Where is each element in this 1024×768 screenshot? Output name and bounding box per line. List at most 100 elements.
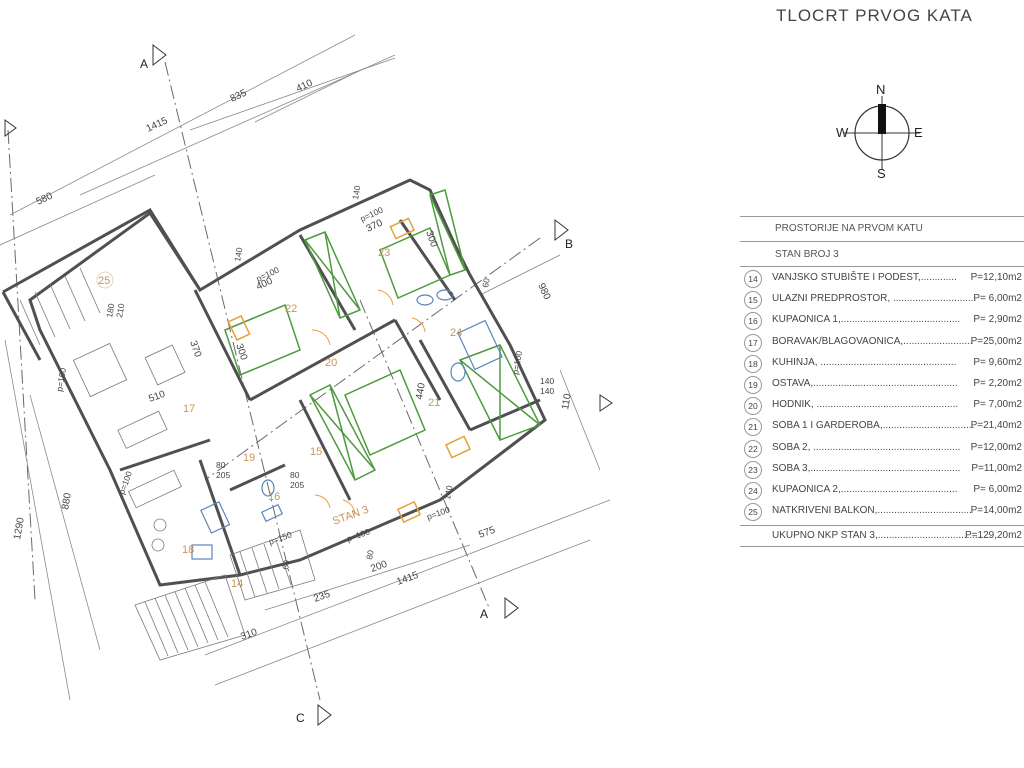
- room-area: P= 9,60m2: [973, 356, 1022, 368]
- opening-o9: 205: [216, 470, 230, 480]
- opening-o10: 80: [290, 470, 300, 480]
- schedule-top-rule: [740, 216, 1024, 217]
- room-area: P= 7,00m2: [973, 399, 1022, 411]
- dim-1415-top: 1415: [145, 115, 170, 135]
- opening-p7: p=150: [267, 529, 293, 547]
- opening-p6: p=100: [116, 470, 134, 496]
- desks: [227, 217, 472, 524]
- room-area: P= 6,00m2: [973, 293, 1022, 305]
- dim-440: 440: [414, 382, 428, 401]
- room-16-label: 16: [268, 491, 280, 503]
- opening-o12: 60: [280, 559, 292, 570]
- room-area: P=12,10m2: [970, 272, 1022, 283]
- drawing-title: TLOCRT PRVOG KATA: [776, 6, 973, 25]
- room-20-label: 20: [325, 357, 337, 369]
- room-number-badge: 19: [744, 376, 762, 394]
- room-name: OSTAVA,.................................…: [772, 378, 958, 389]
- room-area: P=11,00m2: [971, 462, 1022, 474]
- opening-o8: 80: [216, 460, 226, 470]
- room-number-badge: 23: [744, 460, 762, 479]
- building-walls: [1, 178, 547, 587]
- room-14-label: 14: [231, 578, 243, 590]
- room-number-badge: 22: [744, 439, 762, 458]
- room-name: SOBA 2, ................................…: [772, 441, 961, 453]
- room-area: P= 6,00m2: [973, 484, 1022, 495]
- opening-p4: p=100: [425, 504, 451, 522]
- opening-o2: 140: [350, 184, 362, 200]
- room-number-badge: 25: [744, 503, 762, 522]
- schedule-header: PROSTORIJE NA PRVOM KATU: [775, 223, 923, 234]
- section-marker-left: [4, 119, 613, 412]
- room-24-label: 24: [450, 327, 462, 339]
- room-area: P=12,00m2: [970, 441, 1022, 453]
- room-22-label: 22: [285, 303, 297, 315]
- room-number-badge: 14: [744, 270, 762, 288]
- room-area: P=21,40m2: [970, 420, 1022, 432]
- section-a-top-label: A: [140, 57, 148, 71]
- opening-o11: 205: [290, 480, 304, 490]
- compass-n-label: N: [876, 82, 885, 97]
- dim-300-a: 300: [233, 342, 249, 362]
- room-name: HODNIK, ................................…: [772, 399, 959, 411]
- section-marker-b: B: [554, 218, 573, 251]
- dimension-labels: 1415 835 410 580 980 1290 880 575 200 14…: [12, 78, 574, 643]
- schedule-row: 22 SOBA 2, ..............................…: [740, 439, 1024, 458]
- schedule-subheader: STAN BROJ 3: [775, 249, 839, 260]
- north-arrow-compass: N S E W: [836, 82, 923, 178]
- opening-o5: 140: [540, 386, 554, 396]
- door-swings: [311, 289, 426, 516]
- room-area: P=14,00m2: [970, 505, 1022, 517]
- dim-980: 980: [535, 282, 552, 302]
- room-number-badge: 18: [744, 354, 762, 373]
- section-axes: [7, 61, 541, 701]
- dim-370-left: 370: [187, 339, 203, 359]
- schedule-row: 20 HODNIK, ..............................…: [740, 397, 1024, 416]
- room-name: SOBA 3,.................................…: [772, 462, 961, 474]
- opening-o6: 180: [104, 302, 116, 318]
- schedule-row: 25 NATKRIVENI BALKON,....................…: [740, 503, 1024, 522]
- schedule-row: 15 ULAZNI PREDPROSTOR, ..................…: [740, 291, 1024, 310]
- opening-o3: 60: [480, 277, 492, 288]
- dim-1415-bottom: 1415: [395, 570, 420, 588]
- section-c-label: C: [296, 711, 305, 725]
- section-marker-a-top: A: [140, 43, 167, 71]
- room-number-badge: 20: [744, 397, 762, 416]
- room-name: KUHINJA, ...............................…: [772, 356, 957, 368]
- room-25-label: 25: [98, 275, 110, 287]
- dim-835: 835: [229, 88, 249, 105]
- room-name: KUPAONICA 1,............................…: [772, 314, 961, 326]
- room-19-label: 19: [243, 452, 255, 464]
- schedule-total-area: P=129,20m2: [965, 530, 1022, 541]
- room-23-label: 23: [378, 247, 390, 259]
- room-name: BORAVAK/BLAGOVAONICA,...................…: [772, 335, 973, 347]
- schedule-total-name: UKUPNO NKP STAN 3,......................…: [772, 530, 992, 541]
- room-number-badge: 15: [744, 291, 762, 310]
- opening-o14: 140: [442, 484, 454, 500]
- section-a-bottom-label: A: [480, 607, 488, 621]
- room-area: P= 2,90m2: [973, 314, 1022, 326]
- balcony-and-furniture: [19, 267, 186, 552]
- compass-w-label: W: [836, 125, 849, 140]
- dimension-lines: [0, 34, 611, 701]
- compass-s-label: S: [877, 166, 886, 178]
- opening-o1: 140: [232, 246, 244, 262]
- opening-p5: p=100: [345, 526, 371, 544]
- room-18-label: 18: [182, 544, 194, 556]
- schedule-subheader-rule: [740, 266, 1024, 267]
- room-name: NATKRIVENI BALKON,......................…: [772, 505, 972, 517]
- schedule-header-rule: [740, 241, 1024, 242]
- dim-510: 510: [147, 389, 167, 405]
- schedule-row: 23 SOBA 3,...............................…: [740, 460, 1024, 479]
- compass-e-label: E: [914, 125, 923, 140]
- dim-310: 310: [239, 627, 259, 643]
- wardrobes: [224, 189, 542, 481]
- room-name: ULAZNI PREDPROSTOR, ....................…: [772, 293, 977, 305]
- opening-o13: 80: [364, 549, 376, 560]
- dim-575: 575: [477, 525, 497, 541]
- room-17-label: 17: [183, 403, 195, 415]
